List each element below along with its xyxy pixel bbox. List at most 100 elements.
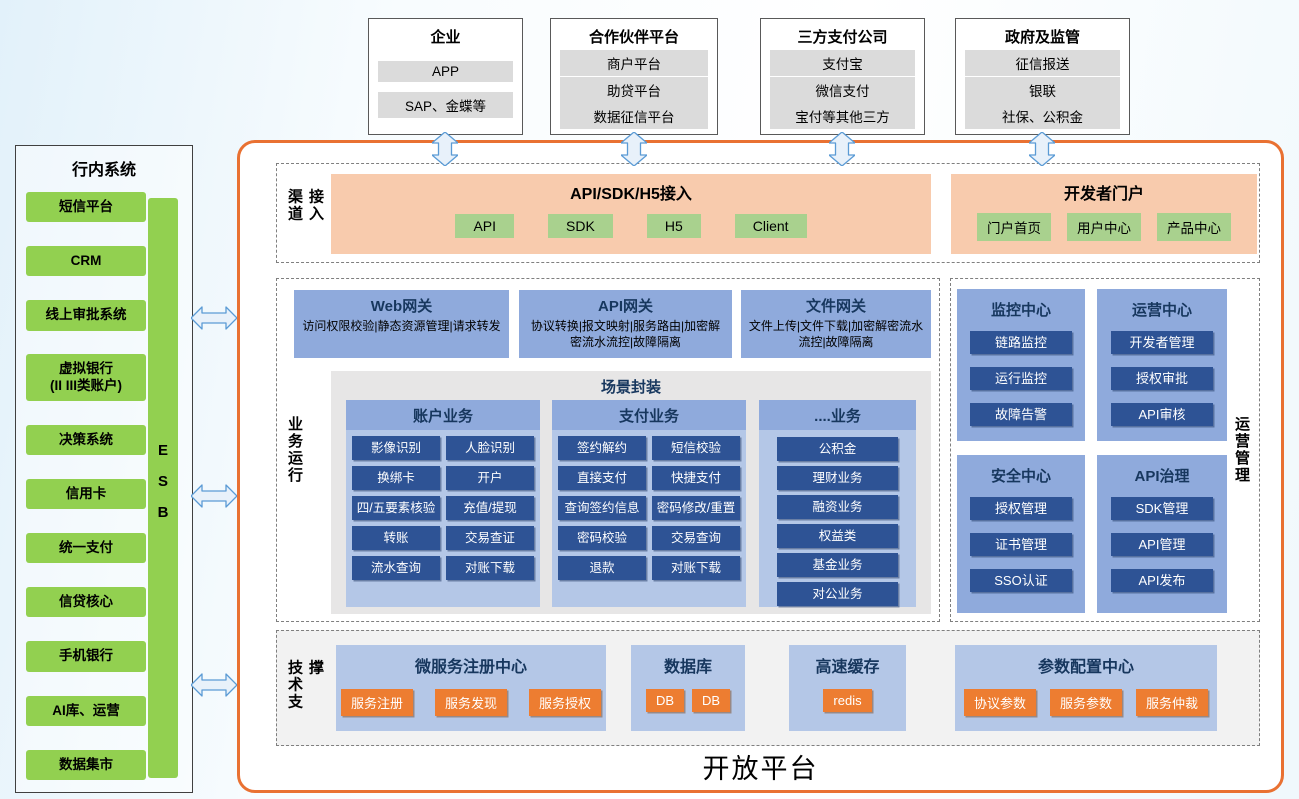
business-chip: 公积金 xyxy=(777,437,898,461)
business-chip: 转账 xyxy=(352,526,440,550)
inbank-system-item: AI库、运营 xyxy=(26,695,146,726)
business-chip: 交易查证 xyxy=(446,526,534,550)
inbank-system-item: 虚拟银行 (II III类账户) xyxy=(26,354,146,401)
center-chip: API发布 xyxy=(1111,569,1213,592)
center-chip: 授权审批 xyxy=(1111,367,1213,390)
center-chip: 授权管理 xyxy=(970,497,1072,520)
double-arrow-horizontal-icon xyxy=(191,673,237,697)
section-label: 渠道接入 xyxy=(286,188,324,223)
tech-items: 服务注册服务发现服务授权 xyxy=(336,689,606,716)
section-tech-support: 技术支撑 微服务注册中心 服务注册服务发现服务授权 数据库 DB DB 高速缓存 … xyxy=(276,630,1260,746)
business-chip: 查询签约信息 xyxy=(558,496,646,520)
tech-items: redis xyxy=(789,689,906,712)
business-chip: 密码修改/重置 xyxy=(652,496,740,520)
tech-chip: 协议参数 xyxy=(963,689,1036,716)
business-chip: 流水查询 xyxy=(352,556,440,580)
business-chip: 快捷支付 xyxy=(652,466,740,490)
business-chip: 交易查询 xyxy=(652,526,740,550)
section-label: 业务运行 xyxy=(286,416,303,484)
access-title: API/SDK/H5接入 xyxy=(570,186,692,203)
business-chip: 基金业务 xyxy=(777,553,898,577)
business-chip: 开户 xyxy=(446,466,534,490)
external-item: SAP、金蝶等 xyxy=(378,92,513,119)
external-item: 商户平台 xyxy=(560,50,708,77)
column-header: ....业务 xyxy=(759,400,916,430)
access-button: Client xyxy=(734,214,807,238)
scene-title: 场景封装 xyxy=(600,379,661,396)
center-chip: 故障告警 xyxy=(970,403,1072,426)
center-title: 监控中心 xyxy=(990,302,1051,319)
business-chip: 权益类 xyxy=(777,524,898,548)
scene-encapsulation-box: 场景封装 账户业务 影像识别人脸识别换绑卡开户四/五要素核验充值/提现转账交易查… xyxy=(331,371,931,614)
microservice-registry-box: 微服务注册中心 服务注册服务发现服务授权 xyxy=(336,645,606,731)
tech-items: DB DB xyxy=(631,689,745,712)
gateway-title: API网关 xyxy=(597,298,653,315)
portal-title: 开发者门户 xyxy=(1063,186,1144,203)
business-chip: 退款 xyxy=(558,556,646,580)
external-item: 微信支付 xyxy=(770,76,915,103)
tech-title: 参数配置中心 xyxy=(1037,659,1134,676)
external-item: 数据征信平台 xyxy=(560,102,708,129)
business-chip: 四/五要素核验 xyxy=(352,496,440,520)
web-gateway-box: Web网关 访问权限校验|静态资源管理|请求转发 xyxy=(294,290,509,358)
cache-box: 高速缓存 redis xyxy=(789,645,906,731)
tech-chip: 服务注册 xyxy=(340,689,413,716)
section-label: 技术支撑 xyxy=(286,659,324,711)
business-chip: 密码校验 xyxy=(558,526,646,550)
business-chip: 签约解约 xyxy=(558,436,646,460)
double-arrow-vertical-icon xyxy=(432,132,458,166)
column-header: 支付业务 xyxy=(552,400,746,430)
tech-title: 数据库 xyxy=(663,659,712,676)
developer-portal-box: 开发者门户 门户首页用户中心产品中心 xyxy=(951,174,1257,254)
column-items: 影像识别人脸识别换绑卡开户四/五要素核验充值/提现转账交易查证流水查询对账下载 xyxy=(346,430,540,607)
center-chip: 链路监控 xyxy=(970,331,1072,354)
double-arrow-horizontal-icon xyxy=(191,306,237,330)
business-chip: 人脸识别 xyxy=(446,436,534,460)
tech-items: 协议参数服务参数服务仲裁 xyxy=(955,689,1217,716)
double-arrow-vertical-icon xyxy=(621,132,647,166)
section-label: 运营管理 xyxy=(1233,416,1250,484)
external-item: 宝付等其他三方 xyxy=(770,102,915,129)
business-chip: 影像识别 xyxy=(352,436,440,460)
external-item: 助贷平台 xyxy=(560,76,708,103)
box-title: 合作伙伴平台 xyxy=(588,29,679,46)
platform-title: 开放平台 xyxy=(702,754,819,784)
access-button: API xyxy=(455,214,515,238)
inbank-system-item: 决策系统 xyxy=(26,424,146,455)
box-title: 企业 xyxy=(430,29,461,46)
tech-chip: 服务授权 xyxy=(529,689,602,716)
external-item: 银联 xyxy=(965,76,1120,103)
payment-business-column: 支付业务 签约解约短信校验直接支付快捷支付查询签约信息密码修改/重置密码校验交易… xyxy=(552,400,746,607)
external-box-partner: 合作伙伴平台 商户平台助贷平台数据征信平台 xyxy=(550,18,718,135)
gateway-desc: 协议转换|报文映射|服务路由|加密解密流水流控|故障隔离 xyxy=(530,319,721,349)
center-title: 安全中心 xyxy=(990,468,1051,485)
tech-chip: 服务参数 xyxy=(1049,689,1122,716)
tech-title: 高速缓存 xyxy=(815,659,880,676)
portal-button: 产品中心 xyxy=(1157,213,1231,241)
esb-bus: ESB xyxy=(148,198,178,778)
center-title: API治理 xyxy=(1134,468,1190,485)
center-chip: 开发者管理 xyxy=(1111,331,1213,354)
business-chip: 对公业务 xyxy=(777,582,898,606)
business-chip: 直接支付 xyxy=(558,466,646,490)
center-chip: 证书管理 xyxy=(970,533,1072,556)
external-box-government: 政府及监管 征信报送银联社保、公积金 xyxy=(955,18,1130,135)
gateway-desc: 文件上传|文件下载|加密解密流水流控|故障隔离 xyxy=(748,319,924,349)
other-business-column: ....业务 公积金理财业务融资业务权益类基金业务对公业务 xyxy=(759,400,916,607)
external-item: 社保、公积金 xyxy=(965,102,1120,129)
tech-chip: DB xyxy=(692,689,731,712)
portal-button: 用户中心 xyxy=(1067,213,1141,241)
access-button: H5 xyxy=(646,214,701,238)
inbank-system-item: 统一支付 xyxy=(26,533,146,564)
business-chip: 短信校验 xyxy=(652,436,740,460)
tech-chip: DB xyxy=(645,689,684,712)
inbank-system-item: 短信平台 xyxy=(26,192,146,223)
portal-buttons: 门户首页用户中心产品中心 xyxy=(951,213,1257,241)
external-item: APP xyxy=(378,60,513,82)
